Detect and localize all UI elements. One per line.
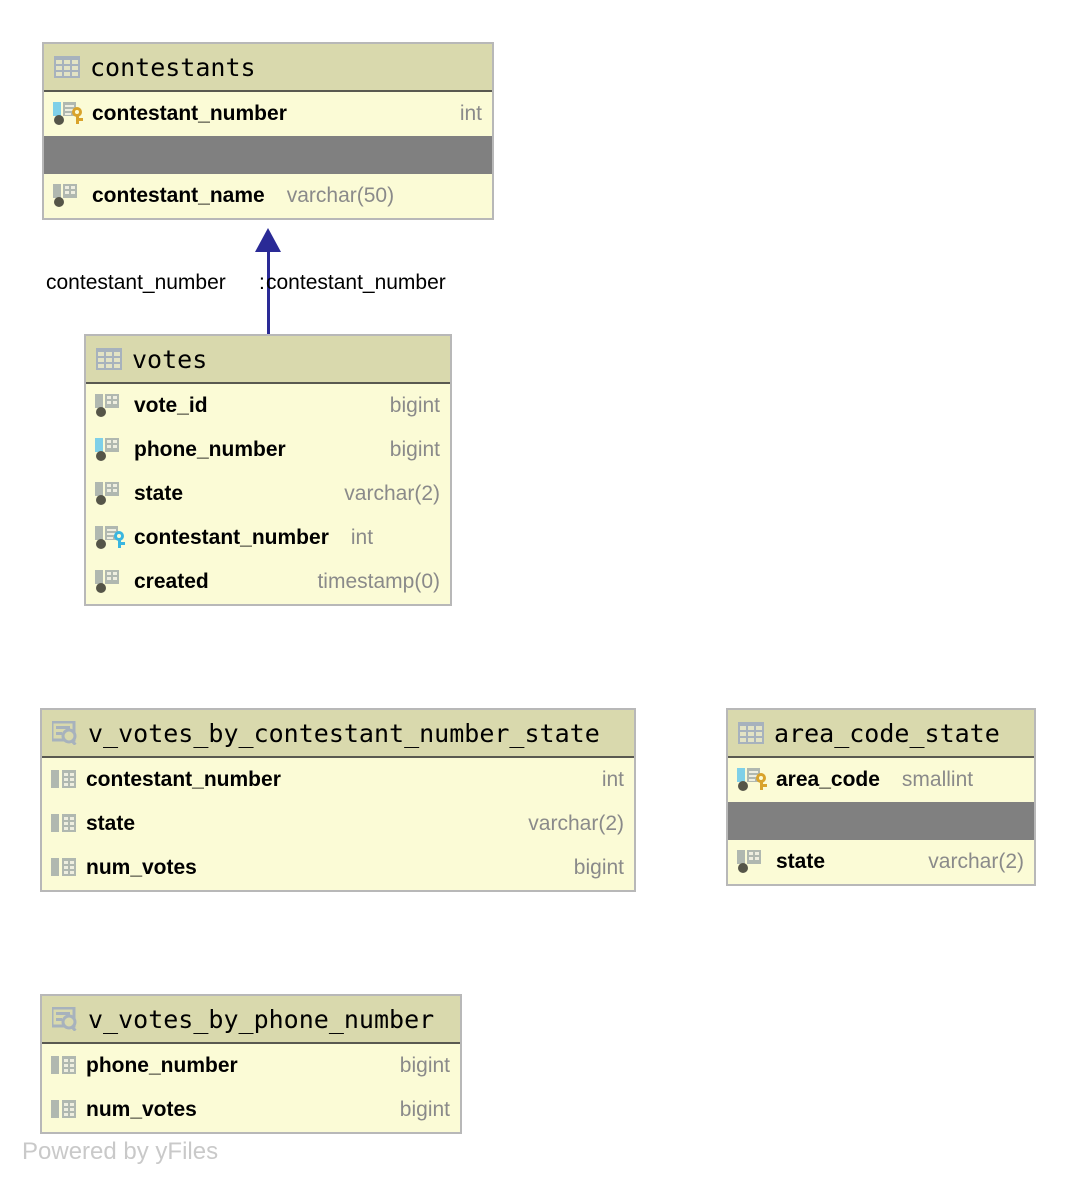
table-row[interactable]: vote_id bigint bbox=[86, 384, 450, 428]
entity-v-votes-by-contestant-number-state[interactable]: v_votes_by_contestant_number_state conte… bbox=[40, 708, 636, 892]
column-type: int bbox=[350, 526, 374, 549]
column-type: smallint bbox=[901, 768, 974, 791]
view-column-icon bbox=[50, 1054, 80, 1078]
entity-header-v-votes-by-contestant-number-state: v_votes_by_contestant_number_state bbox=[42, 710, 634, 758]
entity-title: contestants bbox=[90, 52, 256, 82]
entity-header-votes: votes bbox=[86, 336, 450, 384]
column-type: varchar(2) bbox=[928, 850, 1024, 873]
column-name: num_votes bbox=[86, 856, 197, 879]
column-type: bigint bbox=[389, 394, 440, 417]
table-grid-icon bbox=[738, 722, 764, 744]
column-name: area_code bbox=[776, 768, 880, 791]
column-name: state bbox=[776, 850, 826, 873]
relationship-edge-line bbox=[267, 248, 270, 335]
column-type: bigint bbox=[399, 1054, 450, 1077]
yfiles-watermark: Powered by yFiles bbox=[22, 1138, 219, 1165]
primary-key-column-icon bbox=[52, 101, 86, 127]
column-icon bbox=[94, 393, 128, 419]
entity-title: area_code_state bbox=[774, 718, 1000, 748]
relationship-label-target: contestant_number bbox=[266, 271, 446, 294]
view-column-icon bbox=[50, 768, 80, 792]
view-search-icon bbox=[50, 720, 78, 746]
entity-body-v-votes-by-phone-number: phone_number bigint num_votes bigint bbox=[42, 1044, 460, 1132]
relationship-label-separator: : bbox=[259, 271, 265, 294]
column-name: created bbox=[134, 570, 209, 593]
view-column-icon bbox=[50, 1098, 80, 1122]
table-row-separator bbox=[44, 136, 492, 174]
view-column-icon bbox=[50, 812, 80, 836]
column-icon bbox=[736, 849, 770, 875]
foreign-key-column-icon bbox=[94, 525, 128, 551]
column-type: varchar(2) bbox=[528, 812, 624, 835]
column-name: state bbox=[86, 812, 136, 835]
column-name: num_votes bbox=[86, 1098, 197, 1121]
table-row[interactable]: created timestamp(0) bbox=[86, 560, 450, 604]
table-row[interactable]: phone_number bigint bbox=[42, 1044, 460, 1088]
column-name: state bbox=[134, 482, 184, 505]
entity-v-votes-by-phone-number[interactable]: v_votes_by_phone_number phone_number big… bbox=[40, 994, 462, 1134]
relationship-arrowhead-icon bbox=[255, 228, 281, 252]
table-grid-icon bbox=[54, 56, 80, 78]
column-name: contestant_number bbox=[92, 102, 287, 125]
table-row[interactable]: state varchar(2) bbox=[42, 802, 634, 846]
entity-title: v_votes_by_contestant_number_state bbox=[88, 718, 600, 748]
entity-header-contestants: contestants bbox=[44, 44, 492, 92]
entity-body-area-code-state: area_code smallint state varchar(2) bbox=[728, 758, 1034, 884]
table-row[interactable]: state varchar(2) bbox=[86, 472, 450, 516]
column-name: contestant_number bbox=[134, 526, 329, 549]
column-type: varchar(2) bbox=[344, 482, 440, 505]
indexed-column-icon bbox=[94, 437, 128, 463]
table-row[interactable]: contestant_name varchar(50) bbox=[44, 174, 492, 218]
view-column-icon bbox=[50, 856, 80, 880]
entity-contestants[interactable]: contestants contestant_number int bbox=[42, 42, 494, 220]
column-name: contestant_name bbox=[92, 184, 265, 207]
table-grid-icon bbox=[96, 348, 122, 370]
entity-header-area-code-state: area_code_state bbox=[728, 710, 1034, 758]
entity-votes[interactable]: votes vote_id bigint bbox=[84, 334, 452, 606]
table-row[interactable]: contestant_number int bbox=[44, 92, 492, 136]
view-search-icon bbox=[50, 1006, 78, 1032]
column-icon bbox=[52, 183, 86, 209]
column-icon bbox=[94, 481, 128, 507]
table-row[interactable]: phone_number bigint bbox=[86, 428, 450, 472]
table-row[interactable]: num_votes bigint bbox=[42, 846, 634, 890]
relationship-label-source: contestant_number bbox=[46, 271, 226, 294]
entity-header-v-votes-by-phone-number: v_votes_by_phone_number bbox=[42, 996, 460, 1044]
column-type: bigint bbox=[573, 856, 624, 879]
column-name: phone_number bbox=[134, 438, 286, 461]
column-name: vote_id bbox=[134, 394, 208, 417]
column-name: contestant_number bbox=[86, 768, 281, 791]
column-type: timestamp(0) bbox=[317, 570, 440, 593]
column-type: bigint bbox=[399, 1098, 450, 1121]
table-row[interactable]: area_code smallint bbox=[728, 758, 1034, 802]
table-row[interactable]: contestant_number int bbox=[86, 516, 450, 560]
entity-title: votes bbox=[132, 344, 208, 374]
column-type: int bbox=[459, 102, 482, 125]
entity-title: v_votes_by_phone_number bbox=[88, 1004, 435, 1034]
entity-body-votes: vote_id bigint phone_number bigint bbox=[86, 384, 450, 604]
entity-body-contestants: contestant_number int contestant_name va… bbox=[44, 92, 492, 218]
entity-body-v-votes-by-contestant-number-state: contestant_number int state varchar(2) bbox=[42, 758, 634, 890]
primary-key-column-icon bbox=[736, 767, 770, 793]
entity-area-code-state[interactable]: area_code_state area_code smallint bbox=[726, 708, 1036, 886]
column-name: phone_number bbox=[86, 1054, 238, 1077]
column-icon bbox=[94, 569, 128, 595]
column-type: int bbox=[601, 768, 624, 791]
column-type: varchar(50) bbox=[286, 184, 395, 207]
table-row[interactable]: state varchar(2) bbox=[728, 840, 1034, 884]
table-row[interactable]: contestant_number int bbox=[42, 758, 634, 802]
table-row[interactable]: num_votes bigint bbox=[42, 1088, 460, 1132]
column-type: bigint bbox=[389, 438, 440, 461]
table-row-separator bbox=[728, 802, 1034, 840]
